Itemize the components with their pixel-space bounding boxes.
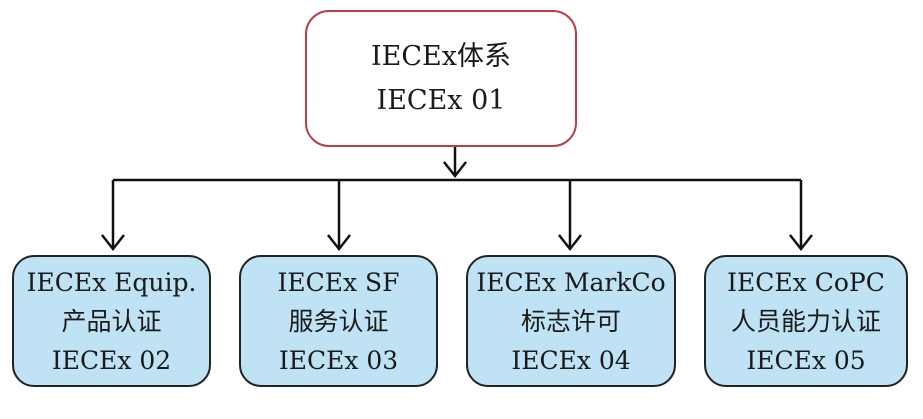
- node-code: IECEx 05: [746, 345, 866, 375]
- node-code: IECEx 03: [278, 345, 399, 375]
- node-code: IECEx 02: [51, 345, 172, 375]
- root-node: IECEx体系 IECEx 01: [305, 10, 577, 147]
- node-equip: IECEx Equip. 产品认证 IECEx 02: [12, 255, 211, 387]
- node-copc: IECEx CoPC 人员能力认证 IECEx 05: [704, 255, 908, 387]
- node-subtitle: 服务认证: [288, 306, 389, 336]
- arrowhead-04: [558, 234, 582, 252]
- node-markco: IECEx MarkCo 标志许可 IECEx 04: [466, 255, 676, 387]
- root-arrowhead: [443, 161, 467, 179]
- node-title: IECEx MarkCo: [476, 267, 666, 297]
- node-title: IECEx Equip.: [26, 267, 197, 297]
- root-title: IECEx体系: [371, 40, 511, 72]
- arrowhead-03: [327, 234, 351, 252]
- arrowhead-05: [789, 234, 813, 252]
- node-subtitle: 产品认证: [61, 306, 162, 336]
- node-title: IECEx SF: [277, 267, 400, 297]
- root-code: IECEx 01: [376, 84, 506, 116]
- node-code: IECEx 04: [511, 345, 631, 375]
- node-subtitle: 标志许可: [520, 306, 621, 336]
- arrowhead-02: [101, 234, 125, 252]
- node-subtitle: 人员能力认证: [730, 306, 881, 336]
- node-sf: IECEx SF 服务认证 IECEx 03: [239, 255, 438, 387]
- node-title: IECEx CoPC: [727, 267, 885, 297]
